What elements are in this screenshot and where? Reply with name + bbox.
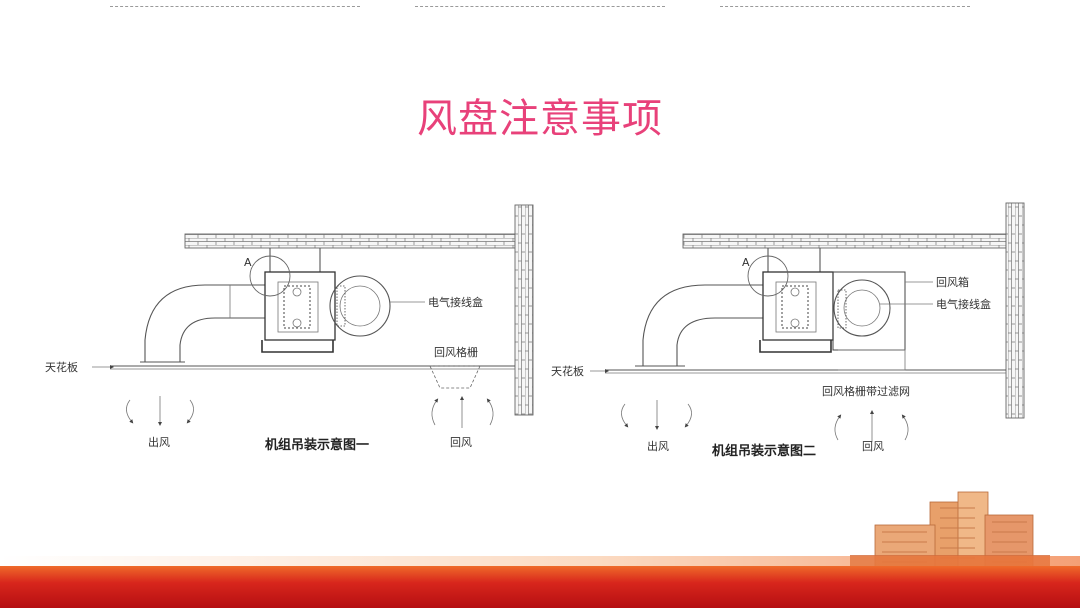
top-rule-middle (415, 6, 665, 7)
top-rule-right (720, 6, 970, 7)
detail-a-label: A (742, 256, 750, 269)
wall (1005, 202, 1025, 419)
return-air-label: 回风 (862, 440, 884, 453)
return-grille-label: 回风格栅 (434, 345, 478, 359)
ceiling-label: 天花板 (551, 364, 584, 378)
return-box-label: 回风箱 (936, 275, 969, 289)
ceiling-slab (682, 233, 1007, 249)
electrical-box-label: 电气接线盒 (936, 297, 991, 311)
detail-a-circle (747, 255, 789, 297)
wall (514, 204, 534, 416)
return-air-label: 回风 (450, 436, 472, 449)
figure-2-caption: 机组吊装示意图二 (712, 443, 816, 459)
fan-coil-unit (762, 271, 834, 341)
electrical-box-label: 电气接线盒 (428, 295, 483, 309)
supply-air-label: 出风 (647, 439, 669, 453)
supply-duct (642, 284, 765, 366)
supply-duct (144, 284, 265, 362)
return-air-box (832, 271, 906, 351)
page-title: 风盘注意事项 (417, 96, 663, 142)
fan-housing (833, 279, 891, 337)
return-grille-filter-label: 回风格栅带过滤网 (822, 384, 910, 398)
ceiling-label: 天花板 (45, 360, 78, 374)
ceiling-slab (184, 233, 516, 249)
figure-1: A 电气接线盒 回风格栅 天花板 出风 回风 机组吊装示意图一 (45, 204, 534, 453)
fan-coil-unit (264, 271, 336, 341)
figure-2: A 回风箱 电气接线盒 回风格栅带过滤网 天花板 出风 回风 机组吊装示意图二 (551, 202, 1025, 459)
detail-a-circle (249, 255, 291, 297)
fan-housing (329, 275, 391, 337)
figure-1-caption: 机组吊装示意图一 (265, 437, 369, 453)
detail-a-label: A (244, 256, 252, 269)
top-rule-left (110, 6, 360, 7)
footer-band (0, 566, 1080, 608)
supply-air-label: 出风 (148, 435, 170, 449)
